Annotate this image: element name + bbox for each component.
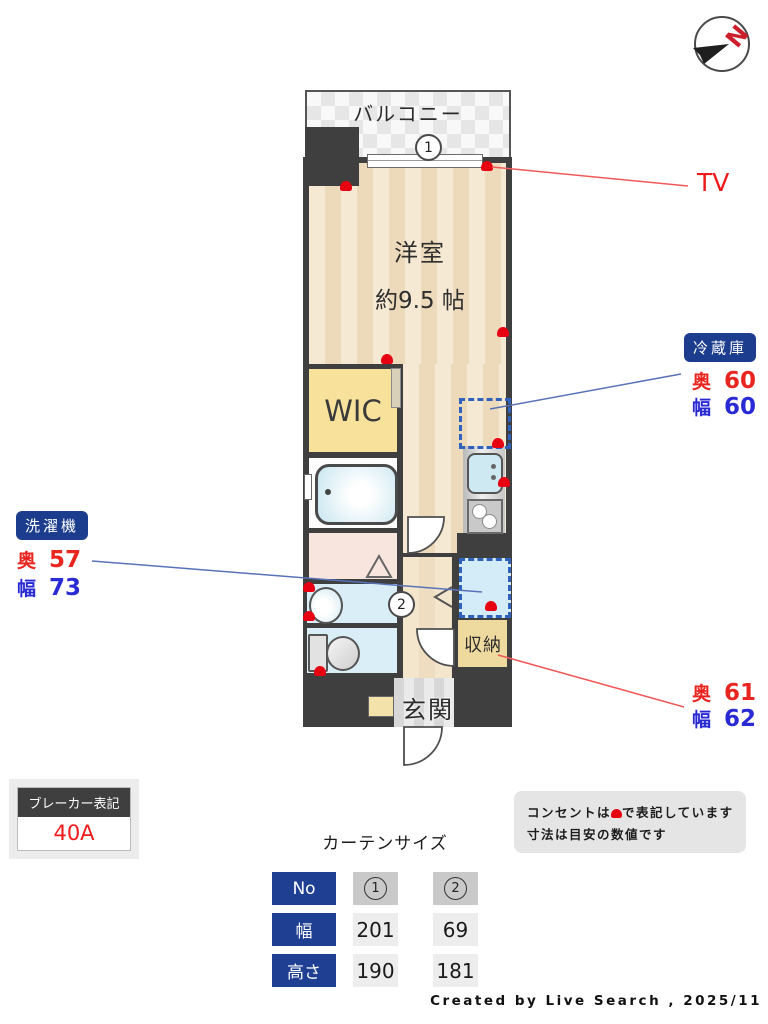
entrance-label: 玄関 bbox=[402, 696, 454, 724]
note-text: コンセントは bbox=[527, 805, 612, 820]
curtain-row-header-no: No bbox=[272, 872, 336, 905]
curtain-cell-height-2: 181 bbox=[433, 954, 478, 987]
outlet-icon bbox=[303, 611, 315, 621]
curtain-2-circle: 2 bbox=[444, 877, 467, 900]
outlet-icon bbox=[611, 809, 623, 818]
curtain-1-marker: 1 bbox=[415, 134, 442, 161]
curtain-cell-height-1: 190 bbox=[353, 954, 398, 987]
width-value: 60 bbox=[723, 394, 756, 420]
width-label: 幅 bbox=[17, 578, 37, 600]
compass-north-arrow bbox=[693, 44, 729, 64]
fridge-depth: 奥 60 bbox=[692, 367, 756, 394]
curtain-table-title: カーテンサイズ bbox=[322, 834, 448, 854]
compass-icon: N bbox=[693, 16, 754, 72]
note-text: で表記しています bbox=[622, 805, 734, 820]
width-label: 幅 bbox=[692, 709, 712, 731]
room-wic bbox=[309, 369, 397, 452]
outlet-icon bbox=[303, 582, 315, 592]
entrance-step bbox=[368, 696, 394, 717]
credit-text: Created by Live Search , 2025/11 bbox=[430, 993, 762, 1009]
breaker-value: 40A bbox=[53, 821, 95, 845]
depth-label: 奥 bbox=[692, 683, 712, 705]
fridge-leader-line bbox=[489, 373, 682, 410]
faucet-dot bbox=[491, 475, 496, 480]
storage-leader-line bbox=[497, 654, 685, 708]
fridge-tag: 冷蔵庫 bbox=[684, 333, 756, 362]
fridge-width: 幅 60 bbox=[692, 393, 756, 420]
bathtub bbox=[315, 464, 398, 525]
bath-door bbox=[304, 474, 312, 500]
main-room-label: 洋室 bbox=[394, 239, 446, 267]
kitchen-stove bbox=[467, 499, 503, 534]
width-value: 73 bbox=[48, 575, 81, 601]
wic-label: WIC bbox=[324, 394, 382, 428]
entrance-door bbox=[403, 726, 443, 766]
storage-label: 収納 bbox=[464, 635, 502, 656]
legend-note-line2: 寸法は目安の数値です bbox=[527, 826, 668, 842]
depth-value: 60 bbox=[723, 368, 756, 394]
depth-label: 奥 bbox=[17, 550, 37, 572]
tv-label: TV bbox=[697, 168, 730, 197]
pillar-block bbox=[305, 127, 359, 186]
toilet-bowl bbox=[326, 636, 360, 671]
depth-value: 57 bbox=[48, 547, 81, 573]
curtain-2-marker: 2 bbox=[388, 591, 415, 618]
curtain-cell-width-2: 69 bbox=[433, 913, 478, 946]
room-entrance bbox=[394, 678, 454, 727]
curtain-cell-width-1: 201 bbox=[353, 913, 398, 946]
depth-value: 61 bbox=[723, 680, 756, 706]
curtain-1-circle: 1 bbox=[364, 877, 387, 900]
fridge-placement bbox=[459, 398, 511, 449]
curtain-cell-no-1: 1 bbox=[353, 872, 398, 905]
outlet-icon bbox=[497, 327, 509, 337]
main-room-size: 約9.5 帖 bbox=[375, 288, 465, 314]
width-value: 62 bbox=[723, 706, 756, 732]
width-label: 幅 bbox=[692, 397, 712, 419]
outlet-icon bbox=[381, 354, 393, 364]
legend-note: コンセントはで表記しています 寸法は目安の数値です bbox=[514, 791, 746, 853]
bathtub-drain bbox=[325, 489, 331, 495]
curtain-row-header-height: 高さ bbox=[272, 954, 336, 987]
breaker-title: ブレーカー表記 bbox=[18, 788, 130, 817]
washer-depth: 奥 57 bbox=[17, 546, 81, 573]
depth-label: 奥 bbox=[692, 371, 712, 393]
curtain-cell-no-2: 2 bbox=[433, 872, 478, 905]
hallway bbox=[403, 557, 452, 678]
room-laundry bbox=[309, 533, 397, 579]
legend-note-line1: コンセントはで表記しています bbox=[527, 802, 746, 824]
outlet-icon bbox=[492, 438, 504, 448]
stove-burner bbox=[482, 514, 497, 529]
balcony-label: バルコニー bbox=[353, 102, 463, 126]
outlet-icon bbox=[485, 601, 497, 611]
storage-width: 幅 62 bbox=[692, 705, 756, 732]
outlet-icon bbox=[340, 181, 352, 191]
outlet-icon bbox=[498, 477, 510, 487]
outlet-icon bbox=[481, 161, 493, 171]
washer-width: 幅 73 bbox=[17, 574, 81, 601]
compass-north-label: N bbox=[720, 20, 754, 53]
kitchen-counter bbox=[463, 446, 505, 534]
tv-leader-line bbox=[491, 166, 689, 187]
storage-depth: 奥 61 bbox=[692, 679, 756, 706]
washer-tag: 洗濯機 bbox=[16, 511, 88, 540]
curtain-row-header-width: 幅 bbox=[272, 913, 336, 946]
wall-below-kitchen bbox=[457, 533, 507, 558]
faucet-dot bbox=[491, 464, 496, 469]
room-main-upper bbox=[309, 163, 506, 364]
kitchen-sink bbox=[467, 453, 503, 494]
wic-sliding-door bbox=[391, 368, 401, 408]
breaker-box: ブレーカー表記 40A bbox=[9, 779, 139, 859]
outlet-icon bbox=[314, 666, 326, 676]
